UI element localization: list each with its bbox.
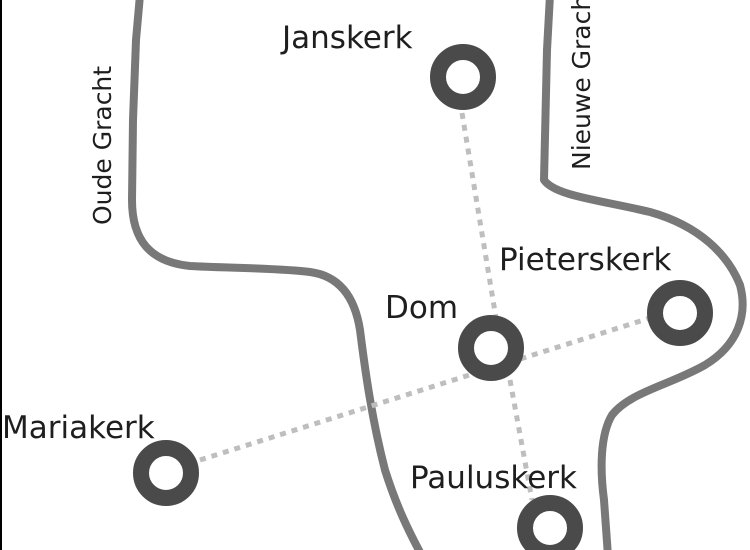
dom-label: Dom	[385, 290, 458, 326]
pieterskerk-marker[interactable]	[647, 280, 713, 346]
janskerk-label: Janskerk	[280, 20, 413, 56]
route-janskerk-dom	[459, 112, 499, 319]
pauluskerk-label: Pauluskerk	[410, 460, 577, 496]
nieuwe-gracht-label: Nieuwe Gracht	[567, 0, 596, 170]
pauluskerk-marker[interactable]	[517, 495, 583, 550]
route-mariakerk-pieterskerk	[199, 315, 651, 463]
dom-marker[interactable]	[458, 315, 524, 381]
oude-gracht-label: Oude Gracht	[88, 66, 117, 225]
mariakerk-marker[interactable]	[133, 440, 199, 506]
nieuwe-gracht-canal	[540, 0, 747, 550]
janskerk-marker[interactable]	[430, 44, 496, 110]
pieterskerk-label: Pieterskerk	[499, 242, 671, 278]
oude-gracht-canal	[128, 0, 424, 550]
route-dom-pauluskerk	[507, 379, 535, 501]
mariakerk-label: Mariakerk	[2, 410, 155, 446]
